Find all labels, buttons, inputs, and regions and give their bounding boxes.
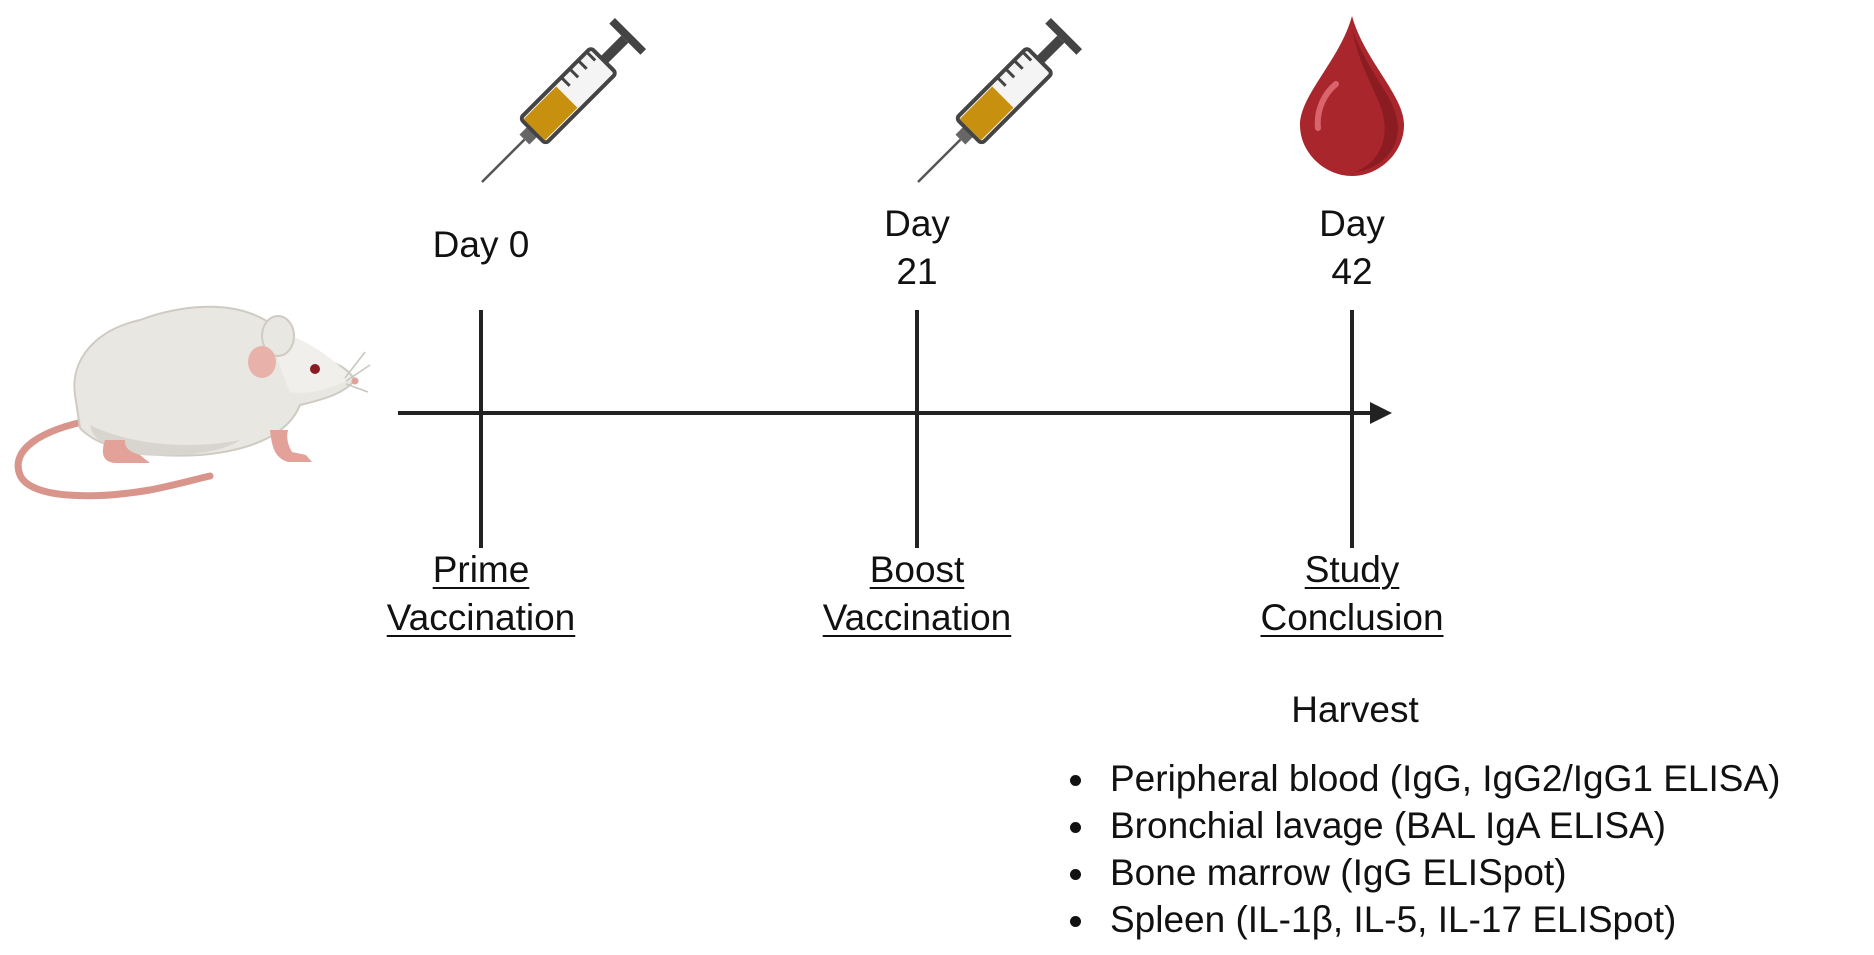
event-label-study-conclusion: Study Conclusion (1260, 549, 1444, 638)
harvest-item: Bronchial lavage (BAL IgA ELISA) (1069, 802, 1780, 849)
timeline-arrowhead (1370, 402, 1392, 424)
harvest-title: Harvest (1291, 689, 1419, 730)
harvest-list: Peripheral blood (IgG, IgG2/IgG1 ELISA) … (1060, 755, 1780, 943)
blood-drop-icon (1300, 16, 1404, 176)
harvest-item: Peripheral blood (IgG, IgG2/IgG1 ELISA) (1069, 755, 1780, 802)
syringe-icon (481, 17, 647, 183)
day-label-21: Day 21 (884, 203, 950, 292)
harvest-item: Spleen (IL-1β, IL-5, IL-17 ELISpot) (1069, 896, 1780, 943)
day-label-0: Day 0 (432, 224, 530, 265)
day-label-42: Day 42 (1319, 203, 1385, 292)
syringe-icon (917, 17, 1083, 183)
harvest-item: Bone marrow (IgG ELISpot) (1069, 849, 1780, 896)
event-label-prime-vaccination: Prime Vaccination (386, 549, 576, 638)
event-label-boost-vaccination: Boost Vaccination (822, 549, 1012, 638)
